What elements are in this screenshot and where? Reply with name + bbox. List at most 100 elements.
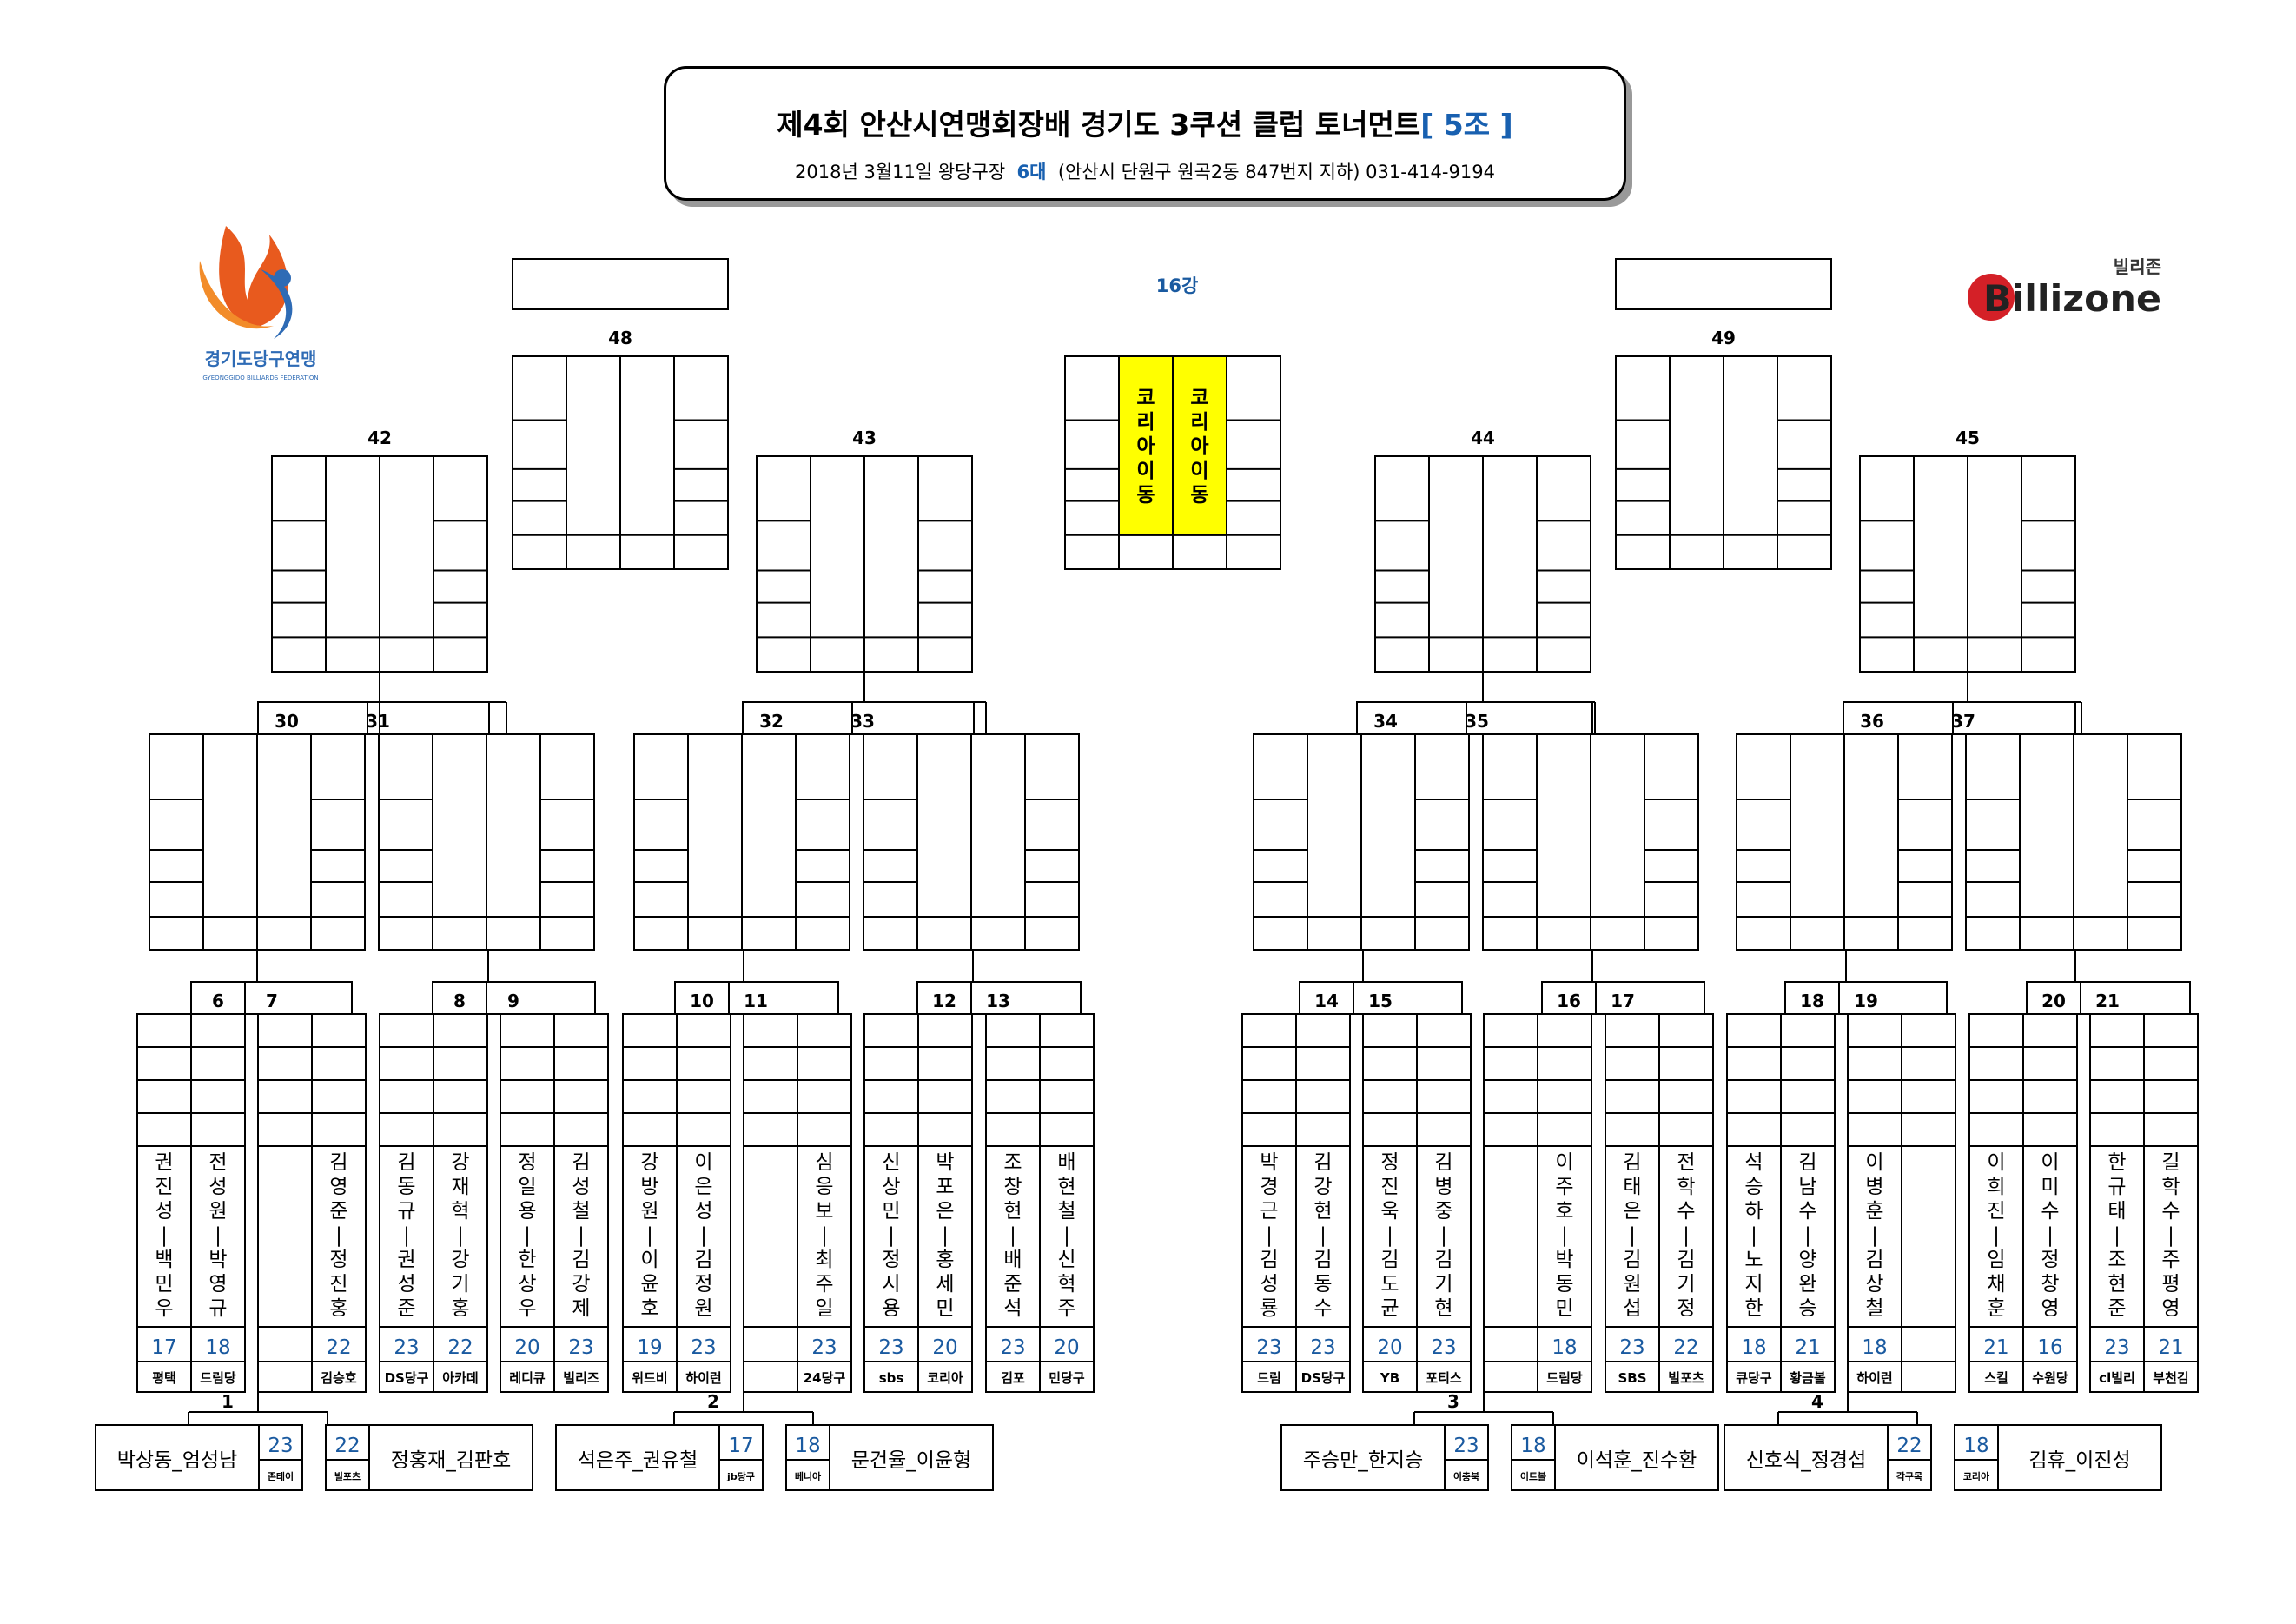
player-score: 23	[1619, 1336, 1644, 1359]
player-club: sbs	[879, 1370, 904, 1386]
prelim-number: 1	[222, 1391, 234, 1412]
winner-name-box	[512, 258, 729, 310]
player-score: 23	[1431, 1336, 1456, 1359]
billizone-logo: 빌리존 Billizone	[1968, 256, 2161, 321]
federation-logo: 경기도당구연맹 GYEONGGIDO BILLIARDS FEDERATION	[199, 226, 319, 381]
group-match-number: 12	[932, 991, 956, 1011]
prelim-score-cell	[1954, 1424, 1999, 1491]
player-club: 하이런	[1856, 1370, 1892, 1386]
match-number: 30	[275, 711, 299, 732]
player-score: 20	[514, 1336, 539, 1359]
player-club: 민당구	[1049, 1370, 1085, 1386]
winner-name-box	[1615, 258, 1832, 310]
prelim-name: 김휴_이진성	[2028, 1449, 2130, 1472]
player-club: 평택	[152, 1370, 176, 1386]
player-club: 수원당	[2032, 1370, 2068, 1386]
flame-icon	[219, 226, 288, 326]
prelim-score-cell	[258, 1424, 303, 1491]
player-club: 황금볼	[1790, 1370, 1826, 1386]
player-club: DS당구	[385, 1370, 429, 1386]
player-club: 24당구	[804, 1370, 846, 1386]
player-club: 김포	[1001, 1370, 1025, 1386]
player-score: 19	[637, 1336, 662, 1359]
group-match-number: 13	[986, 991, 1010, 1011]
player-score: 18	[1741, 1336, 1766, 1359]
match-number: 45	[1955, 428, 1980, 448]
prelim-score: 22	[1896, 1435, 1922, 1457]
player-club: 빌리즈	[563, 1370, 599, 1386]
player-club: 부천김	[2153, 1370, 2188, 1386]
player-score: 23	[691, 1336, 716, 1359]
page-title: 제4회 안산시연맹회장배 경기도 3쿠션 클럽 토너먼트[ 5조 ]	[666, 102, 1624, 143]
player-club: 하이런	[685, 1370, 721, 1386]
prelim-score: 17	[728, 1435, 753, 1457]
player-score: 23	[1256, 1336, 1281, 1359]
brand-name-kr: 빌리존	[2114, 256, 2161, 277]
player-score: 23	[1000, 1336, 1025, 1359]
prelim-score: 18	[1520, 1435, 1545, 1457]
player-club: 레디큐	[509, 1370, 546, 1386]
player-club: cl빌리	[2099, 1370, 2135, 1386]
prelim-score-cell	[718, 1424, 764, 1491]
prelim-club: 이트볼	[1520, 1470, 1546, 1482]
prelim-score: 23	[1453, 1435, 1479, 1457]
match-number: 48	[608, 328, 632, 348]
federation-name: 경기도당구연맹	[205, 348, 317, 369]
match-number-cell	[1843, 701, 2076, 735]
group-match-number: 16	[1557, 991, 1581, 1011]
player-score: 21	[1983, 1336, 2008, 1359]
match-number: 36	[1860, 711, 1884, 732]
group-match-number: 17	[1611, 991, 1635, 1011]
prelim-name: 석은주_권유철	[578, 1449, 698, 1472]
match-number: 49	[1711, 328, 1736, 348]
match-number: 34	[1373, 711, 1398, 732]
billizone-ball-icon	[1968, 274, 2015, 321]
prelim-club: 베니아	[795, 1470, 822, 1482]
prelim-number: 4	[1811, 1391, 1823, 1412]
prelim-score: 18	[795, 1435, 820, 1457]
federation-name-en: GYEONGGIDO BILLIARDS FEDERATION	[202, 375, 318, 381]
player-club: 포티스	[1426, 1370, 1462, 1386]
group-match-number: 11	[744, 991, 768, 1011]
page-subtitle: 2018년 3월11일 왕당구장 6대 (안산시 단원구 원곡2동 847번지 …	[666, 158, 1624, 184]
prelim-score: 18	[1963, 1435, 1988, 1457]
match-number: 37	[1951, 711, 1975, 732]
player-club: SBS	[1618, 1370, 1646, 1386]
date-venue: 2018년 3월11일 왕당구장	[795, 162, 1006, 182]
group-match-number: 20	[2041, 991, 2066, 1011]
flame-swoosh-icon	[199, 261, 274, 329]
prelim-score: 22	[334, 1435, 360, 1457]
player-score: 23	[878, 1336, 903, 1359]
player-club: YB	[1380, 1370, 1399, 1386]
player-score: 23	[2104, 1336, 2129, 1359]
group-match-number: 10	[690, 991, 714, 1011]
player-club: 위드비	[632, 1370, 667, 1386]
player-club: DS당구	[1301, 1370, 1346, 1386]
title-main: 제4회 안산시연맹회장배 경기도 3쿠션 클럽 토너먼트	[777, 108, 1421, 142]
header-panel: 제4회 안산시연맹회장배 경기도 3쿠션 클럽 토너먼트[ 5조 ] 2018년…	[664, 66, 1626, 201]
title-group: [ 5조 ]	[1420, 108, 1513, 142]
group-match-number: 8	[453, 991, 466, 1011]
player-score: 22	[1673, 1336, 1698, 1359]
venue-address: (안산시 단원구 원곡2동 847번지 지하) 031-414-9194	[1057, 162, 1495, 182]
match-number: 43	[852, 428, 877, 448]
player-score: 20	[932, 1336, 957, 1359]
prelim-number: 3	[1447, 1391, 1459, 1412]
prelim-score-cell	[1444, 1424, 1489, 1491]
